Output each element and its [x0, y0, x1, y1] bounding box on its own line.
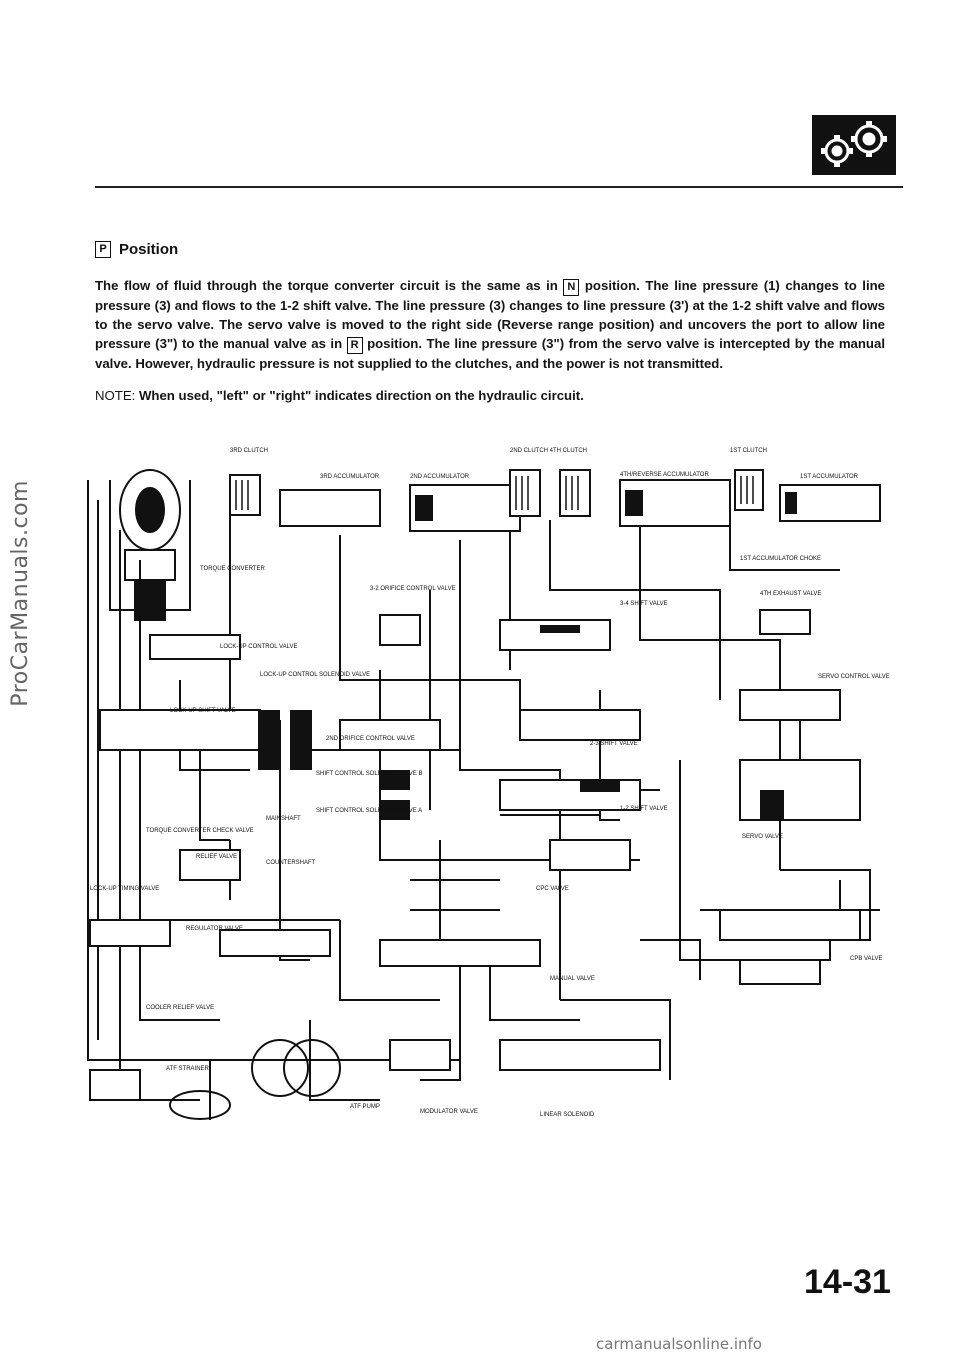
gears-icon	[812, 115, 896, 175]
label-1-2-shift-valve: 1-2 SHIFT VALVE	[620, 806, 668, 812]
label-4th-reverse-accumulator: 4TH/REVERSE ACCUMULATOR	[620, 472, 709, 478]
label-shift-solenoid-a: SHIFT CONTROL SOLENOID VALVE A	[316, 808, 422, 814]
p-position-badge: P	[95, 241, 111, 258]
description-paragraph: The flow of fluid through the torque con…	[95, 276, 885, 373]
note: NOTE: When used, "left" or "right" indic…	[95, 388, 584, 403]
label-lock-up-timing-valve: LOCK-UP TIMING VALVE	[90, 886, 159, 892]
label-1st-accumulator-choke: 1ST ACCUMULATOR CHOKE	[740, 556, 821, 562]
label-shift-solenoid-b: SHIFT CONTROL SOLENOID VALVE B	[316, 771, 422, 777]
label-atf-strainer: ATF STRAINER	[166, 1066, 210, 1072]
side-watermark: ProCarManuals.com	[8, 480, 33, 707]
section-heading: P Position	[95, 241, 178, 258]
heading-label: Position	[119, 241, 179, 258]
label-atf-pump: ATF PUMP	[350, 1104, 380, 1110]
footer-watermark: carmanualsonline.info	[596, 1335, 762, 1353]
label-cpc-valve: CPC VALVE	[536, 886, 569, 892]
label-1st-accumulator: 1ST ACCUMULATOR	[800, 474, 859, 480]
label-2-3-shift-valve: 2-3 SHIFT VALVE	[590, 741, 638, 747]
label-3-4-shift-valve: 3-4 SHIFT VALVE	[620, 601, 668, 607]
label-4th-exhaust-valve: 4TH EXHAUST VALVE	[760, 591, 821, 597]
label-countershaft: COUNTERSHAFT	[266, 860, 316, 866]
label-3rd-accumulator: 3RD ACCUMULATOR	[320, 474, 380, 480]
label-relief-valve: RELIEF VALVE	[196, 854, 237, 860]
para-part-3: position. The line pressure (3") from th…	[95, 336, 885, 371]
hydraulic-circuit-diagram: 3RD CLUTCH 2ND CLUTCH 4TH CLUTCH 1ST CLU…	[80, 440, 900, 1130]
note-lead: NOTE:	[95, 388, 136, 403]
label-2nd-orifice-control: 2ND ORIFICE CONTROL VALVE	[326, 736, 415, 742]
label-2nd-accumulator: 2ND ACCUMULATOR	[410, 474, 470, 480]
page-number: 14-31	[804, 1263, 891, 1301]
label-servo-control-valve: SERVO CONTROL VALVE	[818, 674, 890, 680]
label-cooler-relief-valve: COOLER RELIEF VALVE	[146, 1005, 214, 1011]
label-1st-clutch: 1ST CLUTCH	[730, 448, 767, 454]
n-position-badge: N	[563, 279, 580, 296]
label-lock-up-shift-valve: LOCK-UP SHIFT VALVE	[170, 708, 236, 714]
label-lock-up-control-valve: LOCK-UP CONTROL VALVE	[220, 644, 297, 650]
label-regulator-valve: REGULATOR VALVE	[186, 926, 243, 932]
label-3rd-clutch: 3RD CLUTCH	[230, 448, 268, 454]
para-part-1: The flow of fluid through the torque con…	[95, 278, 558, 293]
para-part-2: position. The line pressure (1) changes …	[95, 278, 886, 351]
header-rule	[95, 186, 903, 188]
label-cpb-valve: CPB VALVE	[850, 956, 882, 962]
label-mainshaft: MAINSHAFT	[266, 816, 301, 822]
label-linear-solenoid: LINEAR SOLENOID	[540, 1112, 595, 1118]
label-servo-valve: SERVO VALVE	[742, 834, 783, 840]
label-manual-valve: MANUAL VALVE	[550, 976, 595, 982]
label-2nd-4th-clutch: 2ND CLUTCH 4TH CLUTCH	[510, 448, 587, 454]
label-lock-up-control-solenoid: LOCK-UP CONTROL SOLENOID VALVE	[260, 672, 370, 678]
label-tc-check-valve: TORQUE CONVERTER CHECK VALVE	[146, 828, 254, 834]
r-position-badge: R	[346, 337, 363, 354]
label-modulator-valve: MODULATOR VALVE	[420, 1109, 478, 1115]
label-torque-converter: TORQUE CONVERTER	[200, 566, 265, 572]
label-3-2-orifice: 3-2 ORIFICE CONTROL VALVE	[370, 586, 456, 592]
note-text: When used, "left" or "right" indicates d…	[138, 388, 584, 403]
